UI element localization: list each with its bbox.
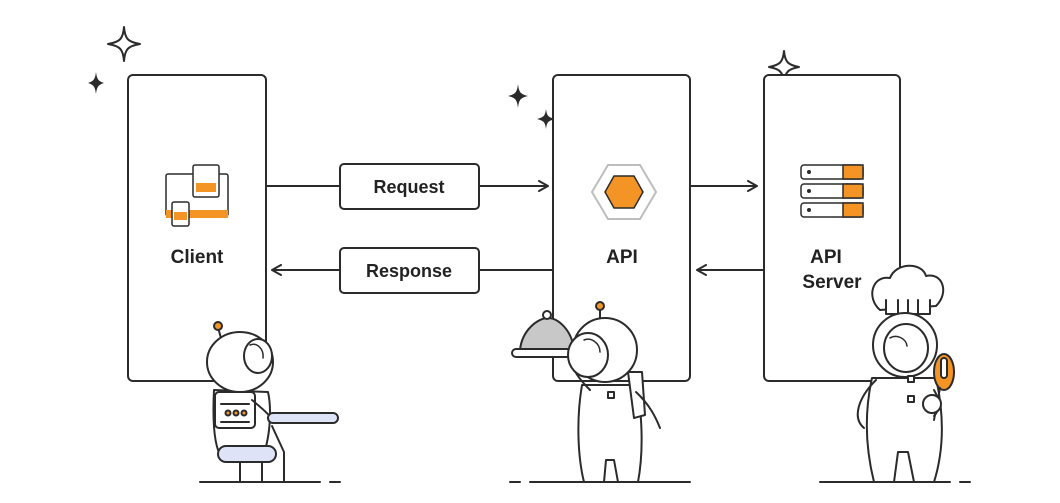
server-box	[763, 74, 901, 382]
request-pill	[339, 163, 480, 210]
server-label-line2: Server	[802, 272, 862, 293]
request-label: Request	[373, 177, 444, 197]
sparkle-icon	[508, 84, 528, 108]
server-label-line1: API	[810, 247, 842, 268]
sparkle-icon	[537, 109, 555, 129]
api-label: API	[606, 247, 638, 268]
client-label: Client	[171, 247, 224, 268]
server-rack-icon	[800, 164, 864, 218]
response-label: Response	[366, 261, 452, 281]
sparkle-icon	[88, 72, 104, 94]
spatula-icon	[922, 353, 955, 421]
sparkle-icon	[107, 26, 141, 62]
astronaut-client-illustration	[206, 321, 339, 483]
response-pill	[339, 247, 480, 294]
chef-hat-icon	[871, 264, 945, 315]
astronaut-chef-illustration	[856, 264, 955, 483]
devices-icon	[165, 164, 229, 227]
api-box	[552, 74, 691, 382]
astronaut-waiter-illustration	[511, 301, 661, 483]
hexagon-api-icon	[590, 164, 658, 220]
client-box	[127, 74, 267, 382]
